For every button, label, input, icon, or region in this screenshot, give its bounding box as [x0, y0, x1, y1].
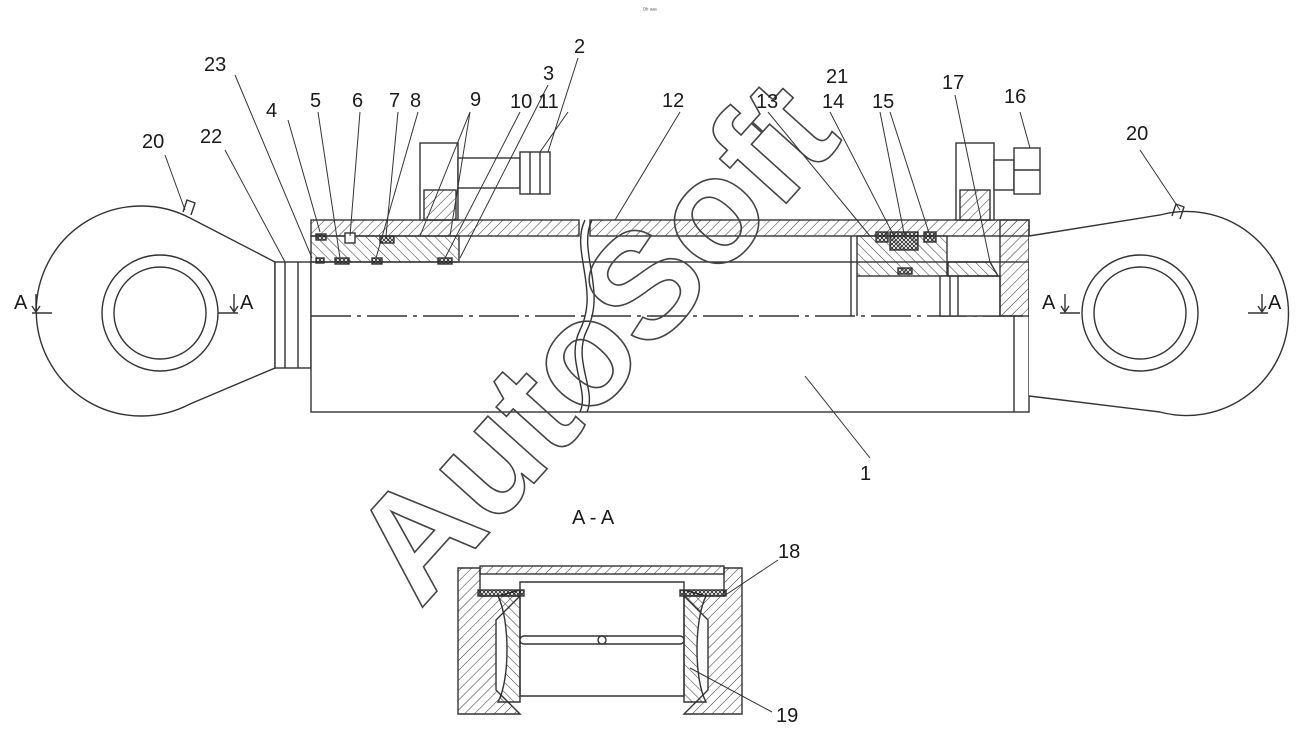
- callout-18: 18: [778, 541, 800, 563]
- callout-21: 21: [826, 66, 848, 88]
- right-port-fitting: [955, 142, 1041, 221]
- callout-19: 19: [776, 705, 798, 727]
- callout-1: 1: [860, 463, 871, 485]
- header-mark: ᴰᵇ ᵃᵃᵃ: [643, 7, 657, 14]
- rod-end-cap: [274, 261, 312, 369]
- callout-23: 23: [204, 54, 226, 76]
- callout-6: 6: [352, 90, 363, 112]
- callout-7: 7: [389, 90, 400, 112]
- callout-15: 15: [872, 91, 894, 113]
- right-eye: [1028, 203, 1290, 417]
- callout-16: 16: [1004, 86, 1026, 108]
- callout-9: 9: [470, 89, 481, 111]
- callout-11: 11: [538, 91, 559, 113]
- callout-3: 3: [543, 63, 554, 85]
- callout-22: 22: [200, 126, 222, 148]
- callout-20-right: 20: [1126, 123, 1148, 145]
- section-marker-right-a: A: [1042, 292, 1056, 314]
- callout-17: 17: [942, 72, 964, 94]
- gland: [310, 232, 460, 265]
- callout-4: 4: [266, 100, 277, 122]
- callout-2: 2: [574, 36, 585, 58]
- section-title: A - A: [572, 507, 615, 529]
- callout-13: 13: [756, 91, 778, 113]
- callout-20-left: 20: [142, 131, 164, 153]
- left-eye: [35, 199, 276, 417]
- section-marker-left-b: A: [240, 292, 254, 314]
- cylinder-tube: [310, 261, 1030, 413]
- section-a-a: [457, 559, 779, 715]
- callout-5: 5: [310, 90, 321, 112]
- callout-14: 14: [822, 91, 844, 113]
- section-markers: [31, 294, 1268, 314]
- piston: [850, 231, 1001, 317]
- left-port-fitting: [419, 142, 551, 221]
- section-marker-right-b: A: [1268, 292, 1282, 314]
- callout-8: 8: [410, 90, 421, 112]
- callout-12: 12: [662, 90, 684, 112]
- section-marker-left-a: A: [14, 292, 28, 314]
- callout-10: 10: [510, 91, 532, 113]
- leader-lines: [164, 57, 1181, 459]
- bottom-cap: [947, 219, 1030, 317]
